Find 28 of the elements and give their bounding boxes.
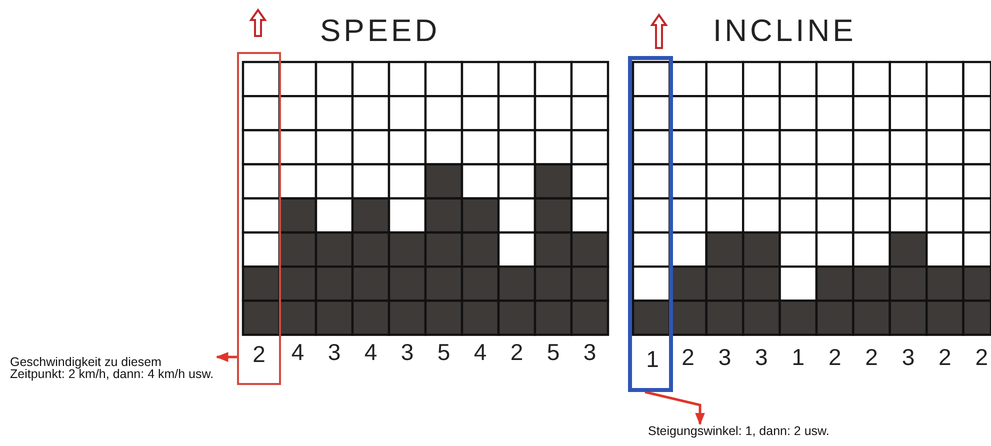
value-number: 1 <box>645 346 660 372</box>
value-number: 2 <box>252 341 266 367</box>
value-number: 2 <box>864 344 879 370</box>
value-number: 5 <box>546 339 561 365</box>
annotation-text: Geschwindigkeit zu diesem Zeitpunkt: 2 km/h, dann: 4 km/h usw. <box>10 356 215 380</box>
chart-title: INCLINE <box>713 14 856 48</box>
highlight-frame <box>628 56 673 392</box>
value-number: 3 <box>326 339 342 365</box>
arrow <box>216 352 237 362</box>
arrow <box>644 390 705 426</box>
chart-title: SPEED <box>320 14 440 48</box>
value-number: 3 <box>400 339 415 365</box>
value-number: 3 <box>717 344 732 370</box>
value-number: 4 <box>290 339 306 365</box>
value-number: 2 <box>827 344 842 370</box>
value-number: 2 <box>974 344 990 370</box>
value-number: 4 <box>472 339 488 365</box>
highlight-frame <box>237 52 281 385</box>
annotation-text: Steigungswinkel: 1, dann: 2 usw. <box>648 425 830 437</box>
value-number: 3 <box>582 339 598 365</box>
value-number: 2 <box>938 344 952 370</box>
value-number: 3 <box>754 344 769 370</box>
value-number: 2 <box>509 339 524 365</box>
value-number: 1 <box>790 344 806 370</box>
value-number: 5 <box>436 339 452 365</box>
value-number: 4 <box>363 339 378 365</box>
value-number: 2 <box>680 344 696 370</box>
value-number: 3 <box>900 344 916 370</box>
